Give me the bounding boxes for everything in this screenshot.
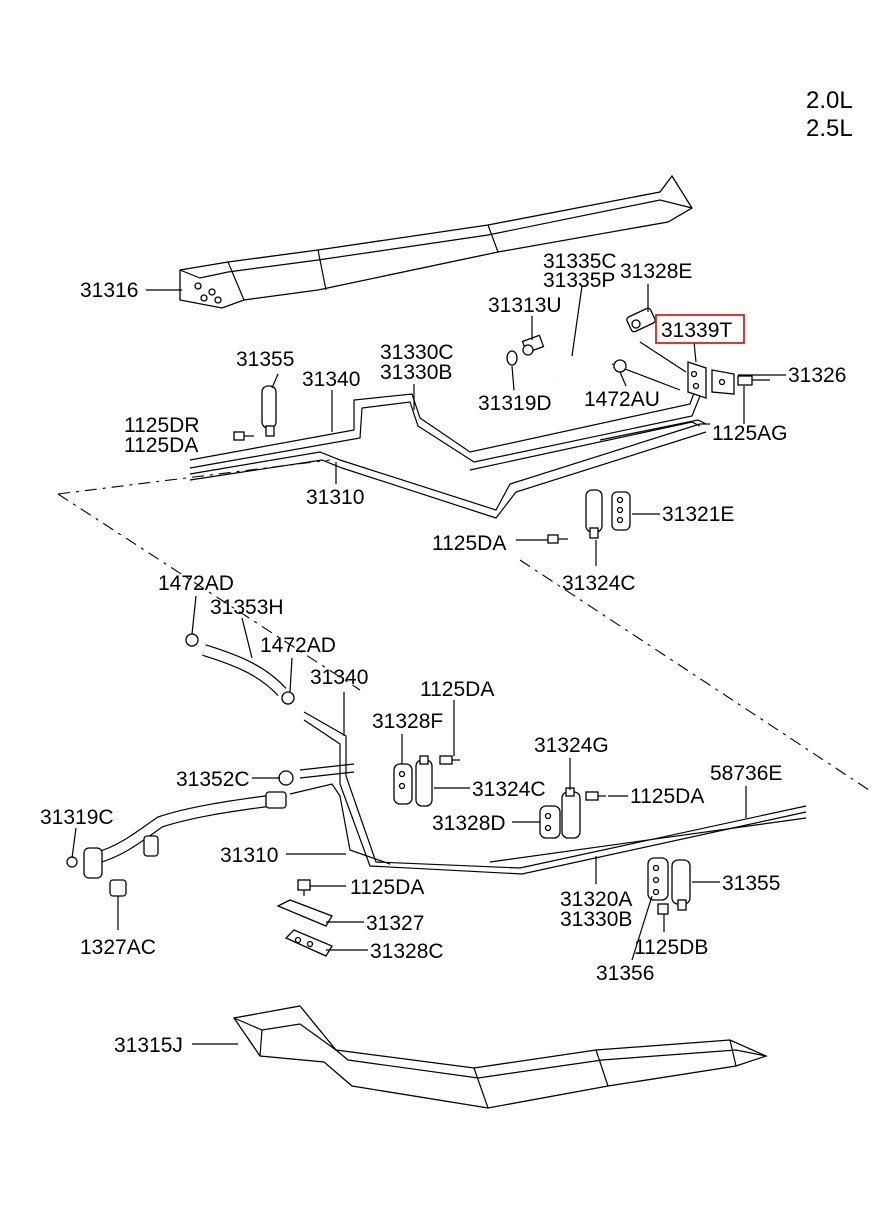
clip-31324c-bottom [415,755,433,807]
label-31335p: 31335P [543,269,615,292]
label-1125da-b: 1125DA [432,532,506,555]
frame-rail-bottom [232,1005,768,1109]
label-31328c: 31328C [370,940,444,963]
label-1125da-e: 1125DA [350,876,424,899]
clip-31319c [66,856,78,868]
label-1125dr: 1125DR [124,414,200,437]
boundary-line-a [57,459,331,495]
clip-31355-top [261,385,277,437]
boundary-line-c [519,559,873,793]
grommet-31352c [278,770,294,786]
leaders-top [271,284,786,566]
clip-31328d [539,805,561,839]
bracket-31326 [687,361,735,399]
label-31330c: 31330C [380,341,454,364]
label-1472ad-a: 1472AD [158,572,234,595]
clamp-1472ad-a [185,633,199,647]
clip-31355-bottom [671,859,691,911]
label-1472au: 1472AU [584,388,660,411]
label-31310-top: 31310 [306,486,364,509]
bolt-1125ag [737,375,770,386]
clip-31327 [276,899,333,927]
label-31356: 31356 [596,962,654,985]
clip-31324c-top [585,489,603,539]
label-1125da-c: 1125DA [420,678,494,701]
label-31324c-bottom: 31324C [472,778,546,801]
label-31310-bottom: 31310 [220,844,278,867]
label-31327: 31327 [366,912,424,935]
label-31320a: 31320A [560,888,632,911]
label-31330b-bottom: 31330B [560,908,632,931]
label-58736e: 58736E [710,762,782,785]
highlight-box-31339t [655,314,745,344]
label-31355-top: 31355 [236,348,294,371]
label-1125da-d: 1125DA [630,785,704,808]
clip-31319d [506,350,518,366]
clamp-1472au [613,359,627,373]
label-31330b-top: 31330B [380,361,452,384]
clip-31321e [611,491,631,531]
fitting-31313u [521,334,545,356]
bolt-1125da-c [439,755,460,765]
label-1125ag: 1125AG [712,422,788,445]
boundary-line-b [57,493,361,691]
hose-31353h [202,644,287,697]
label-31315j: 31315J [114,1034,183,1057]
clamp-1472ad-b [281,691,295,705]
label-31340-top: 31340 [302,368,360,391]
label-31335c: 31335C [543,250,617,273]
bolt-1125dr [233,431,254,441]
grommet-1327ac [109,879,127,897]
label-31352c: 31352C [176,768,250,791]
clip-31356 [647,857,669,901]
label-31328f: 31328F [372,710,443,733]
bolt-1125da-b [547,534,568,544]
label-31328e: 31328E [620,260,692,283]
label-31324g: 31324G [534,734,609,757]
hose-31319c [83,791,287,879]
label-31319c: 31319C [40,806,114,829]
leaders-bottom [71,595,747,961]
clip-31328f [393,763,413,805]
label-31313u: 31313U [488,294,562,317]
label-31326: 31326 [788,364,846,387]
label-31339t: 31339T [661,319,732,342]
label-31324c-top: 31324C [562,572,636,595]
clip-31328e [626,307,656,333]
label-1327ac: 1327AC [80,936,156,959]
bolt-1125db [657,903,669,915]
label-31355-bottom: 31355 [722,872,780,895]
label-1125da-a: 1125DA [124,434,198,457]
fuel-lines-bottom [289,711,807,875]
bolt-1125da-d [585,791,606,801]
bolt-1125da-e [297,879,311,896]
label-31340-bottom: 31340 [310,666,368,689]
frame-rail-top [179,174,693,309]
label-31319d: 31319D [478,392,552,415]
label-31353h: 31353H [210,596,284,619]
engine-variant-2-5: 2.5L [806,115,853,142]
label-1472ad-b: 1472AD [260,634,336,657]
label-31321e: 31321E [662,503,734,526]
label-31316: 31316 [80,279,138,302]
label-1125db: 1125DB [634,936,708,959]
clip-31324g [561,787,581,839]
label-31328d: 31328D [432,812,506,835]
engine-variant-2-0: 2.0L [806,87,853,114]
clip-31328c [284,929,333,957]
